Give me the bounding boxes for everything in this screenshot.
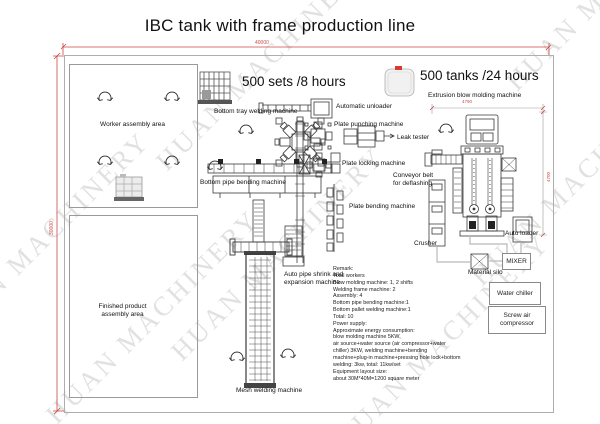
machine-width-dim-label: 4790 bbox=[462, 99, 473, 104]
auto-loader-art bbox=[512, 216, 533, 243]
remark-line: chiller) 3KW, welding machine+bending bbox=[333, 348, 428, 355]
machine-height-dim-label: 4700 bbox=[546, 171, 551, 182]
worker-area-label: Worker assembly area bbox=[100, 121, 165, 128]
remark-line: machine+plug-in machine+pressing hole lo… bbox=[333, 354, 461, 361]
bottom-pipe-bending-machine-art bbox=[207, 159, 333, 198]
extrusion-blow-molding-label: Extrusion blow molding machine bbox=[428, 92, 522, 99]
remark-line: Bottom pipe bending machine:1 bbox=[333, 300, 409, 307]
auto-loader-label: Auto loader bbox=[505, 230, 539, 237]
plate-punching-machine-art bbox=[303, 121, 333, 151]
mesh-welding-label: Mesh welding machine bbox=[236, 387, 303, 394]
conveyor-belt-label-line1: Conveyor belt bbox=[393, 172, 434, 179]
overall-width-dim-label: 40000 bbox=[255, 40, 269, 46]
remark-line: Bottom pallet welding machine:1 bbox=[333, 307, 411, 314]
remark-line: about 30M*40M=1200 square meter bbox=[333, 375, 420, 382]
auto-pipe-shrink-machine-art bbox=[252, 199, 305, 267]
finished-area-label-line2: assembly area bbox=[101, 311, 144, 318]
material-silo-art bbox=[470, 253, 489, 270]
extrusion-blow-molding-machine-art bbox=[424, 104, 547, 238]
ibc-cage-icon bbox=[198, 71, 232, 104]
overall-height-dim-label: 30000 bbox=[49, 221, 55, 235]
remark-line: Blow molding machine: 1, 2 shifts bbox=[333, 279, 413, 286]
remark-line: Approximate energy consumption: bbox=[333, 327, 415, 334]
crusher-art bbox=[428, 179, 446, 247]
screw-air-compressor-label-line2: compressor bbox=[500, 320, 534, 327]
plate-bending-label: Plate bending machine bbox=[349, 203, 416, 210]
plate-locking-label: Plate locking machine bbox=[342, 160, 406, 167]
bottom-tray-welding-machine-art bbox=[274, 116, 326, 168]
tanks-throughput-label: 500 tanks /24 hours bbox=[420, 68, 539, 83]
crusher-label: Crusher bbox=[414, 240, 438, 247]
central-conveyor-rail-art bbox=[295, 118, 305, 263]
plate-locking-machine-art bbox=[298, 152, 341, 178]
material-pipes bbox=[436, 236, 522, 263]
remark-line: Remark: bbox=[333, 266, 354, 272]
mesh-welding-machine-art bbox=[229, 238, 293, 388]
ibc-tank-icon bbox=[384, 66, 415, 97]
plate-bending-machine-art bbox=[326, 184, 344, 252]
screw-air-compressor-box: Screw air compressor bbox=[488, 306, 546, 334]
worker-assembly-area bbox=[69, 64, 198, 208]
mixer-label: MIXER bbox=[506, 257, 527, 265]
page-title: IBC tank with frame production line bbox=[144, 16, 416, 35]
auto-pipe-shrink-label-line2: expansion machine bbox=[284, 279, 341, 286]
screw-air-compressor-label-line1: Screw air bbox=[503, 312, 531, 319]
remark-line: Equipment layout size: bbox=[333, 368, 388, 375]
conveyor-belt-label-line2: for deflashing bbox=[393, 180, 433, 187]
bottom-tray-welding-label: Bottom tray welding machine bbox=[214, 108, 298, 115]
overall-dimension-lines bbox=[53, 43, 552, 415]
bottom-pipe-bending-label: Bottom pipe bending machine bbox=[200, 179, 287, 186]
leak-tester-label: Leak tester bbox=[397, 134, 430, 141]
automatic-unloader-art bbox=[258, 98, 333, 119]
plate-punching-label: Plate punching machine bbox=[334, 121, 404, 128]
ibc-tote-icon bbox=[114, 174, 144, 201]
remark-line: air source+water source (air compressor+… bbox=[333, 341, 446, 348]
automatic-unloader-label: Automatic unloader bbox=[336, 103, 393, 110]
leak-tester-art bbox=[343, 125, 395, 148]
remark-line: Total: 10 bbox=[333, 313, 354, 320]
remark-line: blow molding machine 5KW, bbox=[333, 334, 401, 341]
mixer-box: MIXER bbox=[502, 253, 531, 270]
remark-block: Remark: Total workers Blow molding machi… bbox=[333, 266, 461, 382]
material-silo-label: Material silo bbox=[468, 269, 503, 276]
water-chiller-label: Water chiller bbox=[497, 289, 533, 297]
remark-line: Welding frame machine: 2 bbox=[333, 286, 396, 293]
frames-throughput-label: 500 sets /8 hours bbox=[242, 74, 346, 89]
finished-product-area bbox=[69, 215, 198, 398]
remark-line: welding: 3kw, total: 11kw/set bbox=[333, 361, 401, 368]
factory-boundary bbox=[64, 55, 554, 413]
remark-line: Assembly: 4 bbox=[333, 293, 363, 300]
water-chiller-box: Water chiller bbox=[489, 282, 541, 305]
remark-line: Total workers bbox=[333, 272, 365, 279]
finished-area-label-line1: Finished product bbox=[98, 303, 147, 310]
remark-line: Power supply: bbox=[333, 320, 367, 327]
auto-pipe-shrink-label-line1: Auto pipe shrink and bbox=[284, 271, 344, 278]
